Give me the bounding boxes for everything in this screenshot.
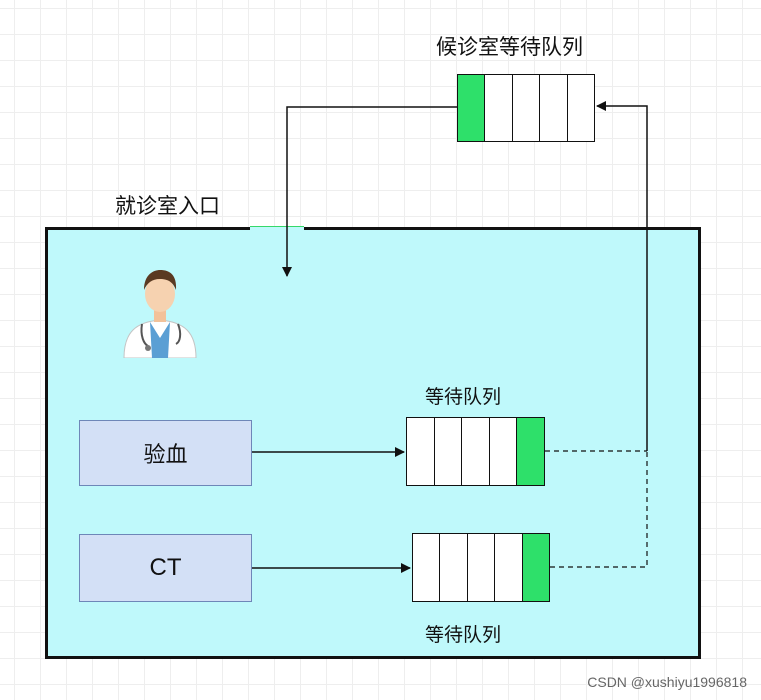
queue-cell xyxy=(461,418,489,485)
return-to-waiting-queue-arrow xyxy=(596,101,648,451)
ct-box: CT xyxy=(79,534,252,602)
ct-queue-label: 等待队列 xyxy=(425,624,502,646)
queue-cell xyxy=(511,75,540,141)
ct-queue xyxy=(412,533,550,602)
queue-cell xyxy=(494,534,522,601)
doctor-icon xyxy=(123,270,197,358)
queue-cell xyxy=(484,75,512,141)
waiting-room-queue xyxy=(457,74,595,142)
entrance-label: 就诊室入口 xyxy=(115,194,220,218)
queue-cell xyxy=(466,534,495,601)
queue-cell xyxy=(413,534,440,601)
queue-cell xyxy=(433,418,462,485)
queue-cell xyxy=(407,418,434,485)
queue-cell xyxy=(488,418,517,485)
ct-queue-return-line xyxy=(550,451,648,568)
blood-test-box: 验血 xyxy=(79,420,252,486)
queue-cell xyxy=(566,75,595,141)
queue-cell xyxy=(439,534,467,601)
blood-queue-label: 等待队列 xyxy=(425,386,502,408)
queue-cell xyxy=(521,534,550,601)
room-entrance xyxy=(250,226,304,232)
queue-cell xyxy=(539,75,567,141)
watermark: CSDN @xushiyu1996818 xyxy=(587,674,747,690)
waiting-room-queue-label: 候诊室等待队列 xyxy=(436,35,583,59)
queue-cell xyxy=(516,418,544,485)
blood-test-queue xyxy=(406,417,545,486)
queue-cell xyxy=(458,75,485,141)
waiting-queue-to-room-arrow xyxy=(282,106,457,277)
